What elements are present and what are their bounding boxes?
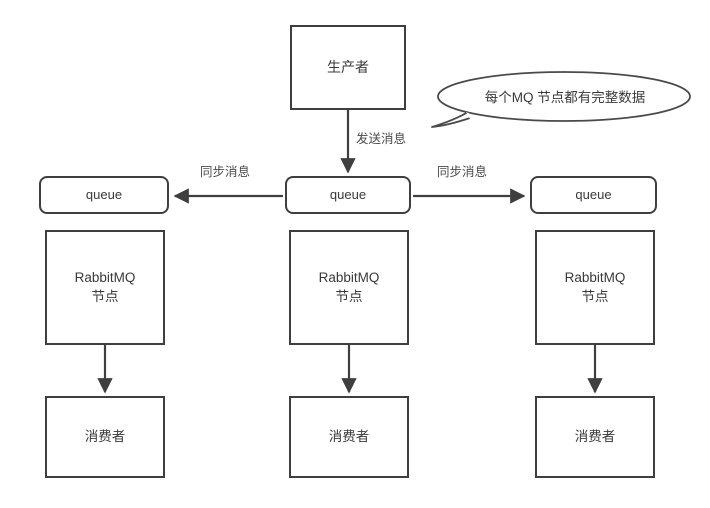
consumer-label-left: 消费者	[84, 428, 126, 444]
rabbitmq-node-label-right: RabbitMQ 节点	[564, 270, 626, 304]
queue-label-left: queue	[85, 187, 123, 203]
callout-tail-cover	[466, 112, 498, 119]
rabbitmq-node-box-right[interactable]: RabbitMQ 节点	[535, 230, 655, 345]
queue-box-middle[interactable]: queue	[285, 176, 411, 214]
consumer-box-left[interactable]: 消费者	[45, 396, 165, 478]
rabbitmq-node-label-left: RabbitMQ 节点	[74, 270, 136, 304]
callout-bubble	[437, 71, 691, 122]
queue-label-middle: queue	[329, 187, 367, 203]
queue-box-right[interactable]: queue	[530, 176, 657, 214]
rabbitmq-node-label-middle: RabbitMQ 节点	[318, 270, 380, 304]
queue-label-right: queue	[575, 187, 612, 203]
consumer-box-right[interactable]: 消费者	[535, 396, 655, 478]
edge-label-sync-right: 同步消息	[437, 165, 488, 179]
callout-tail-icon	[431, 111, 471, 128]
producer-box[interactable]: 生产者	[290, 25, 406, 110]
callout-label: 每个MQ 节点都有完整数据	[484, 90, 646, 105]
queue-box-left[interactable]: queue	[39, 176, 169, 214]
consumer-box-middle[interactable]: 消费者	[289, 396, 409, 478]
consumer-label-right: 消费者	[574, 428, 616, 444]
edge-label-sync-left: 同步消息	[200, 165, 251, 179]
producer-label: 生产者	[327, 59, 369, 76]
rabbitmq-node-box-left[interactable]: RabbitMQ 节点	[45, 230, 165, 345]
edge-label-send-message: 发送消息	[356, 132, 407, 146]
consumer-label-middle: 消费者	[328, 428, 370, 444]
rabbitmq-node-box-middle[interactable]: RabbitMQ 节点	[289, 230, 409, 345]
